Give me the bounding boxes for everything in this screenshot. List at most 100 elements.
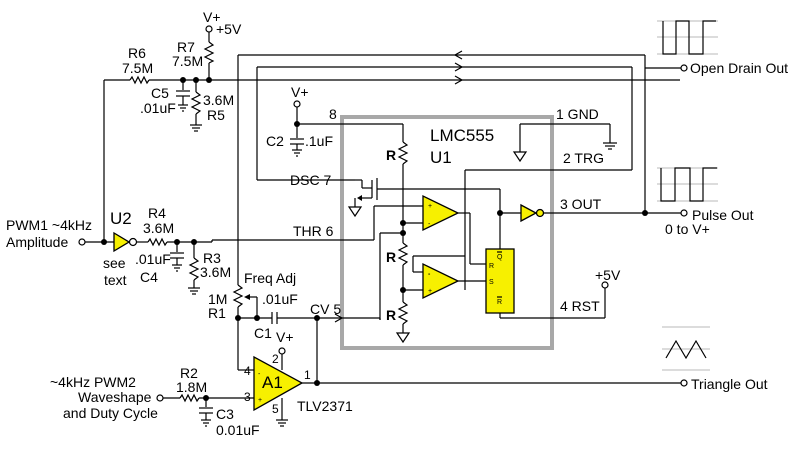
r1-potentiometer[interactable] <box>232 284 244 308</box>
ground-icon <box>395 332 411 344</box>
a1-pin1: 1 <box>304 368 311 382</box>
svg-text:S: S <box>489 279 494 286</box>
u2-buffer <box>113 231 131 253</box>
triangle-wave-icon <box>665 339 707 360</box>
r-label-top: R <box>386 147 396 163</box>
pwm1-input-terminal[interactable] <box>78 238 86 246</box>
r7-5v-label: +5V <box>216 21 242 37</box>
r7-resistor <box>203 41 215 64</box>
threshold-comparator <box>422 194 460 232</box>
pwm2-input-terminal[interactable] <box>156 394 164 402</box>
r2-resistor <box>179 393 200 403</box>
pulse-out-label: Pulse Out <box>692 207 754 223</box>
pwm2-label-line3: and Duty Cycle <box>63 405 158 421</box>
r7-value: 7.5M <box>172 53 203 69</box>
pwm1-label-line1: PWM1 ~4kHz <box>6 217 92 233</box>
c3-ref: C3 <box>216 406 234 422</box>
svg-text:R: R <box>489 263 494 270</box>
pulse-out-terminal[interactable] <box>680 209 688 217</box>
r6-ref: R6 <box>128 45 146 61</box>
arrow-right-icon <box>454 75 464 85</box>
svg-text:+: + <box>428 203 432 210</box>
pwm2-label-line1: ~4kHz PWM2 <box>50 374 136 390</box>
r1-ref: R1 <box>208 305 226 321</box>
c3-value: 0.01uF <box>216 422 260 438</box>
a1-vplus-terminal[interactable] <box>278 347 286 355</box>
pin1-label: 1 GND <box>556 106 599 122</box>
divider-resistor-top <box>397 141 409 165</box>
a1-pin3: 3 <box>244 390 251 404</box>
output-inverter <box>520 203 538 223</box>
pulse-wave-icon <box>660 167 717 202</box>
r2-ref: R2 <box>180 365 198 381</box>
svg-text:-: - <box>428 271 431 278</box>
r2-value: 1.8M <box>176 379 207 395</box>
pin2-label: 2 TRG <box>563 150 604 166</box>
c5-value: .01uF <box>140 100 176 116</box>
pin4-label: 4 RST <box>560 298 600 314</box>
r-label-mid: R <box>386 249 396 265</box>
rst-5v-terminal[interactable] <box>601 281 609 289</box>
u1-ref: U1 <box>430 148 452 167</box>
a1-vplus-label: V+ <box>276 329 294 345</box>
svg-text:-: - <box>428 221 431 228</box>
c5-ref: C5 <box>151 85 169 101</box>
u2-note-line1: see <box>103 255 126 271</box>
triangle-out-terminal[interactable] <box>680 379 688 387</box>
arrow-left-icon <box>453 50 463 60</box>
r7-vplus-label: V+ <box>203 9 221 25</box>
r3-value: 3.6M <box>200 264 231 280</box>
arrow-right-icon <box>454 62 464 72</box>
a1-part-number: TLV2371 <box>297 398 353 414</box>
u1-part-name: LMC555 <box>430 126 494 145</box>
pin5-label: CV 5 <box>310 301 341 317</box>
r3-resistor <box>188 257 200 281</box>
svg-text:+: + <box>258 397 262 404</box>
open-drain-terminal[interactable] <box>680 64 688 72</box>
c4-ref: C4 <box>140 269 158 285</box>
c2-ref: C2 <box>266 133 284 149</box>
ground-icon <box>512 151 528 163</box>
c1-value: .01uF <box>262 291 298 307</box>
r5-value: 3.6M <box>203 92 234 108</box>
r4-value: 3.6M <box>143 220 174 236</box>
r-label-bottom: R <box>386 307 396 323</box>
r7-ref: R7 <box>177 39 195 55</box>
a1-pin4: 4 <box>244 364 251 378</box>
trigger-comparator <box>422 262 460 300</box>
c4-value: .01uF <box>135 251 171 267</box>
pulse-range-label: 0 to V+ <box>665 221 710 237</box>
svg-text:Q: Q <box>497 254 503 261</box>
square-wave-icon <box>662 20 716 55</box>
a1-pin2: 2 <box>272 352 279 366</box>
r3-ref: R3 <box>203 250 221 266</box>
r5-resistor <box>190 91 202 115</box>
pwm2-label-line2: Waveshape <box>78 389 152 405</box>
r7-vplus-terminal[interactable] <box>205 25 213 33</box>
c2-vplus-terminal[interactable] <box>293 100 301 108</box>
a1-pin5: 5 <box>272 402 279 416</box>
r6-resistor <box>129 75 150 85</box>
svg-text:R: R <box>497 299 502 306</box>
rst-5v-label: +5V <box>595 267 621 283</box>
u2-ref: U2 <box>110 209 132 228</box>
u2-note-line2: text <box>104 272 127 288</box>
open-drain-out-label: Open Drain Out <box>690 60 788 76</box>
a1-ref: A1 <box>262 373 283 392</box>
r6-value: 7.5M <box>122 60 153 76</box>
pin8-label: 8 <box>329 106 337 122</box>
pin6-label: THR 6 <box>293 223 334 239</box>
r4-resistor <box>147 237 168 247</box>
r1-freq-adj-label: Freq Adj <box>244 270 296 286</box>
r4-ref: R4 <box>148 205 166 221</box>
divider-resistor-bottom <box>397 301 409 325</box>
pwm1-label-line2: Amplitude <box>6 234 68 250</box>
a1-opamp <box>253 355 304 412</box>
divider-resistor-mid <box>397 242 409 266</box>
u1-chip-outline <box>340 115 554 350</box>
svg-text:+: + <box>428 288 432 295</box>
c2-value: .1uF <box>305 133 333 149</box>
r5-ref: R5 <box>207 107 225 123</box>
pin3-label: 3 OUT <box>560 196 602 212</box>
